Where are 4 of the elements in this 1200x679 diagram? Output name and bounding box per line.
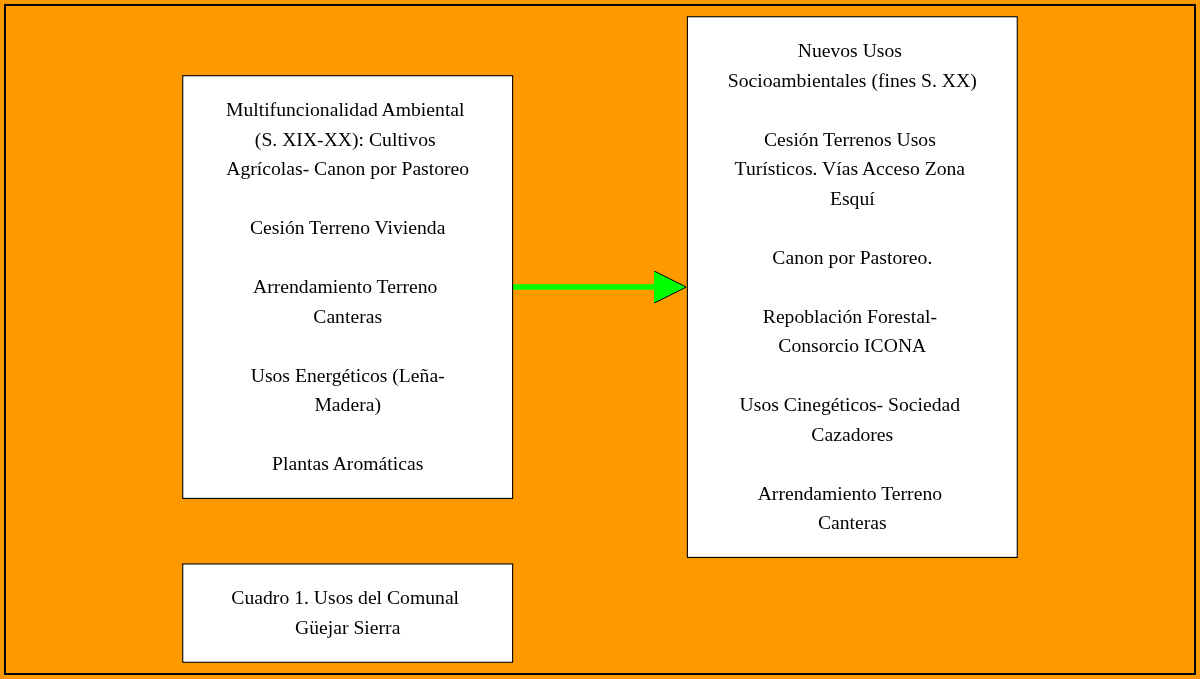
- node-box: Multifuncionalidad Ambiental (S. XIX-XX): Cultivos Agrícolas- Canon por Pastoreo Cesión Terreno Vivienda Arrendamiento Terreno Canteras Usos Energéticos (Leña-Madera) Plantas Aromáticas: [182, 75, 514, 499]
- node-box: Cuadro 1. Usos del Comunal Güejar Sierra: [182, 563, 514, 663]
- arrow: [512, 270, 687, 304]
- node-box: Nuevos Usos Socioambientales (fines S. XX) Cesión Terrenos Usos Turísticos. Vías Acceso Zona Esquí Canon por Pastoreo. Repoblación Forestal- Consorcio ICONA Usos Cinegéticos- Sociedad Cazadores Arrendamiento Terreno Canteras: [686, 16, 1018, 558]
